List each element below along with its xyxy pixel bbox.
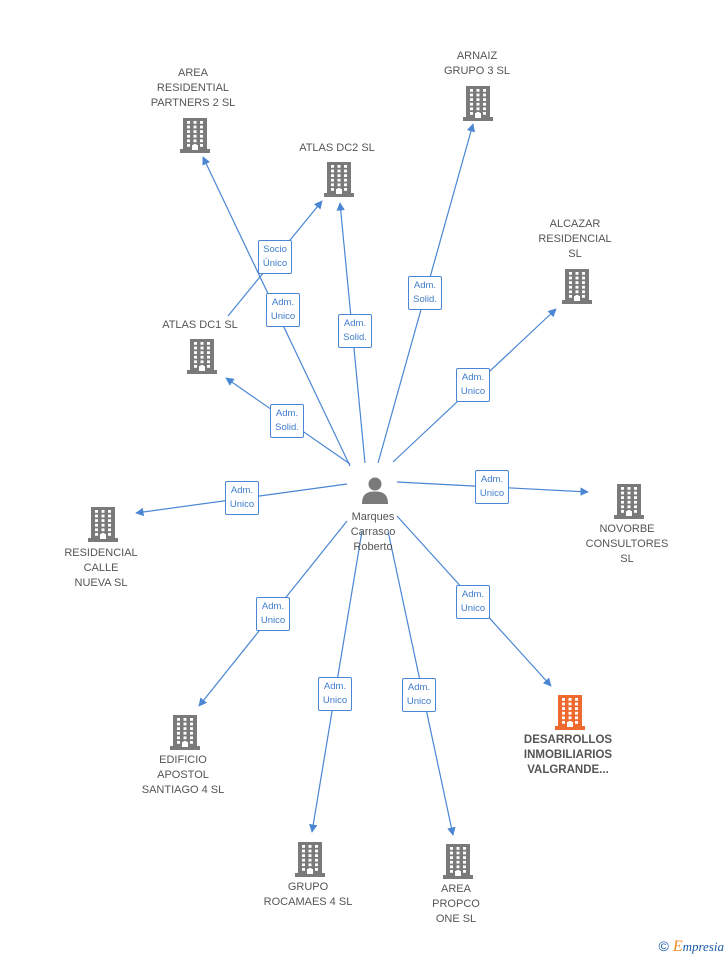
building-icon[interactable] [324,161,354,202]
building-icon[interactable] [555,694,585,735]
building-icon[interactable] [562,268,592,309]
empresia-footer[interactable]: ©Empresia [658,938,724,956]
building-icon[interactable] [170,714,200,755]
company-label-novorbe[interactable]: NOVORBE CONSULTORES SL [585,522,669,565]
person-icon[interactable] [361,476,389,509]
edge-label-arnaiz[interactable]: Adm. Solid. [408,276,442,310]
company-label-area-residential[interactable]: AREA RESIDENTIAL PARTNERS 2 SL [150,66,236,109]
building-icon[interactable] [88,506,118,547]
company-label-atlas-dc1[interactable]: ATLAS DC1 SL [162,318,238,331]
building-icon[interactable] [187,338,217,379]
edge-label-alcazar[interactable]: Adm. Unico [456,368,490,402]
copyright-icon: © [658,938,669,954]
company-label-edificio[interactable]: EDIFICIO APOSTOL SANTIAGO 4 SL [141,753,225,796]
building-icon[interactable] [180,117,210,158]
company-label-residencial-calle[interactable]: RESIDENCIAL CALLE NUEVA SL [64,546,138,589]
edge-label-atlas-dc1[interactable]: Adm. Solid. [270,404,304,438]
edge-label-residencial-calle[interactable]: Adm. Unico [225,481,259,515]
building-icon[interactable] [463,85,493,126]
edge-label-atlas-dc2[interactable]: Socio Único [258,240,292,274]
brand-initial: E [672,938,683,955]
edge-label-grupo-rocamaes[interactable]: Adm. Unico [318,677,352,711]
company-label-desarrollos[interactable]: DESARROLLOS INMOBILIARIOS VALGRANDE... [523,733,613,776]
edge-label-area-propco[interactable]: Adm. Unico [402,678,436,712]
edge-label-edificio[interactable]: Adm. Unico [256,597,290,631]
company-label-grupo-rocamaes[interactable]: GRUPO ROCAMAES 4 SL [263,881,353,908]
company-label-atlas-dc2[interactable]: ATLAS DC2 SL [299,141,375,154]
edge-label-atlas-dc2[interactable]: Adm. Solid. [338,314,372,348]
building-icon[interactable] [295,841,325,882]
building-icon[interactable] [443,843,473,884]
edge-label-area-residential[interactable]: Adm. Unico [266,293,300,327]
company-label-alcazar[interactable]: ALCAZAR RESIDENCIAL SL [538,217,612,260]
brand-name: mpresia [682,939,724,954]
person-name[interactable]: Marques Carrasco Roberto [350,510,396,553]
building-icon[interactable] [614,483,644,524]
edge-label-novorbe[interactable]: Adm. Unico [475,470,509,504]
company-label-arnaiz[interactable]: ARNAIZ GRUPO 3 SL [443,50,511,77]
company-label-area-propco[interactable]: AREA PROPCO ONE SL [432,882,480,925]
edge-label-desarrollos[interactable]: Adm. Unico [456,585,490,619]
